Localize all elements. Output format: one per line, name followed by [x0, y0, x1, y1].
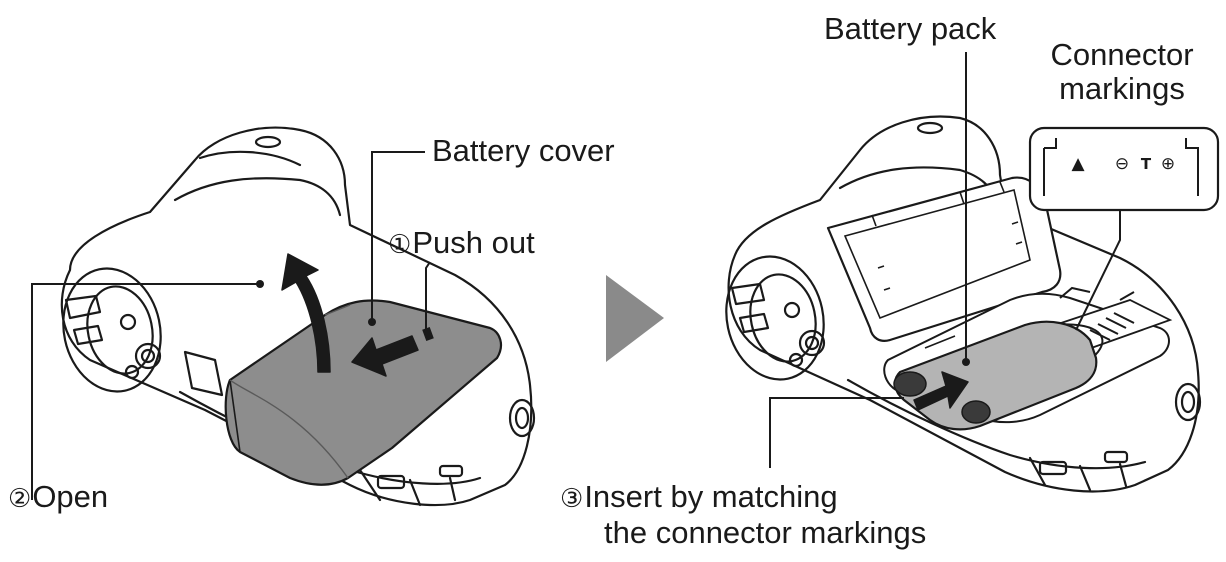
- step-3-number: ③: [560, 484, 584, 514]
- camera-body-outline: [60, 126, 533, 507]
- connector-symbol-minus: ⊖: [1115, 154, 1129, 174]
- camera-body-outline-right: [727, 115, 1200, 493]
- insert-arrow: [913, 371, 969, 411]
- left-camera: [60, 126, 536, 507]
- battery-cover: [224, 299, 503, 486]
- connector-markings-box: [1028, 126, 1220, 212]
- insert-leader: [769, 397, 904, 468]
- open-label: ②Open: [8, 480, 108, 516]
- step-2-number: ②: [8, 484, 32, 514]
- connector-symbol-triangle: ▲: [1071, 154, 1085, 174]
- lens-ring: [62, 267, 162, 393]
- step-1-number: ①: [388, 230, 412, 260]
- insert-line1: Insert by matching: [584, 479, 838, 514]
- next-step-arrow: [606, 275, 664, 362]
- insert-line2: the connector markings: [604, 515, 927, 550]
- connector-symbol-t: T: [1141, 155, 1152, 173]
- battery-pack-label: Battery pack: [824, 11, 997, 46]
- connector-symbol-plus: ⊕: [1161, 154, 1175, 174]
- battery-cover-label: Battery cover: [432, 133, 615, 168]
- push-out-leader: [425, 261, 431, 334]
- open-leader: [31, 283, 260, 500]
- dial: [134, 342, 162, 370]
- right-camera: [725, 115, 1202, 493]
- connector-markings-line1: Connector: [1050, 37, 1194, 72]
- battery-cover-leader: [371, 151, 425, 320]
- push-out-arrow: [351, 335, 419, 377]
- connector-markings-line2: markings: [1059, 71, 1185, 106]
- push-out-text: Push out: [412, 225, 535, 260]
- open-text: Open: [32, 479, 109, 514]
- connector-leader: [1075, 210, 1121, 331]
- connector-markings-label: Connector markings: [1032, 38, 1212, 106]
- push-out-label: ①Push out: [388, 226, 535, 262]
- open-arrow: [281, 253, 331, 373]
- insert-label: ③Insert by matching the connector markin…: [560, 480, 926, 550]
- battery-pack: [894, 320, 1098, 431]
